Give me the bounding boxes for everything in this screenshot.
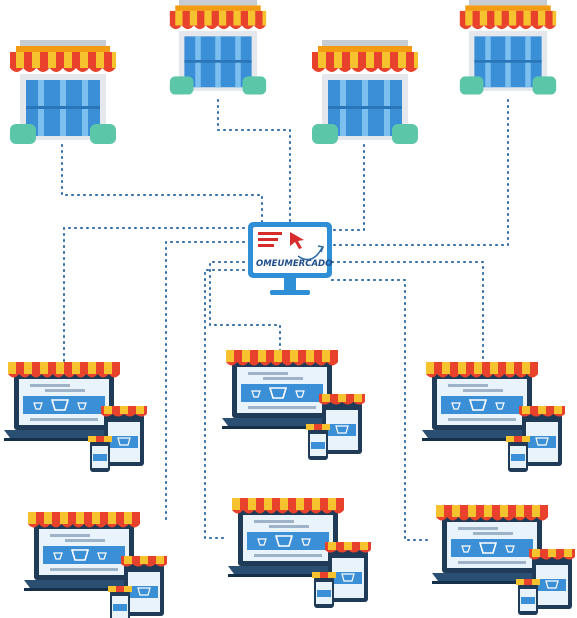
hub-label: OMEUMERCADO [256,259,332,269]
computer-monitor-icon [248,222,332,295]
storefront-icon [312,40,418,144]
online-storefront-icon [431,505,576,615]
physical-stores [10,0,557,144]
online-stores [3,350,576,618]
online-storefront-icon [421,362,566,472]
online-storefront-icon [221,350,366,460]
storefront-icon [459,0,557,95]
online-storefront-icon [23,512,168,618]
connector-lines [61,99,509,541]
storefront-icon [169,0,267,95]
storefront-icon [10,40,116,144]
online-storefront-icon [3,362,148,472]
online-storefront-icon [227,498,372,608]
central-hub: OMEUMERCADO [248,222,332,295]
